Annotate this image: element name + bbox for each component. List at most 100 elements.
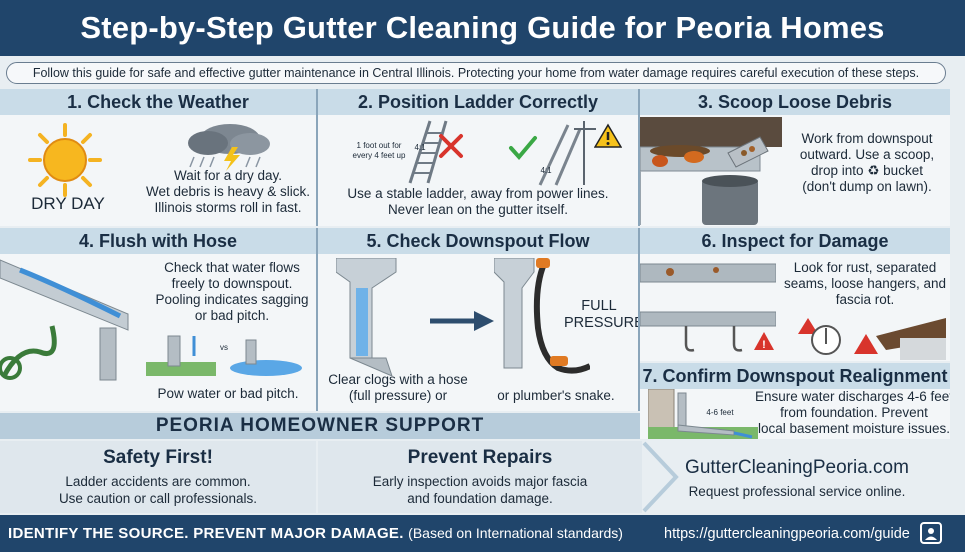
step-1-panel: 1. Check the Weather DRY DAY Wait for a … [0,89,316,226]
footer-tagline: IDENTIFY THE SOURCE. PREVENT MAJOR DAMAG… [8,525,623,542]
brand-name[interactable]: GutterCleaningPeoria.com [685,457,909,478]
leaning-ladder-icon [538,121,596,186]
downspout-clog-illustration [336,258,397,376]
step-6-line: seams, loose hangers, and [783,276,947,291]
snake-downspout-illustration [494,258,590,374]
step-2-text: Use a stable ladder, away from power lin… [318,186,638,218]
step-2-line: Use a stable ladder, away from power lin… [347,186,609,201]
wrong-x-icon [439,134,463,158]
step-7-line: local basement moisture issues. [757,421,950,436]
svg-text:!: ! [762,339,766,351]
step-3-panel: 3. Scoop Loose Debris Work from downspou… [640,89,950,226]
step-3-text: Work from downspout outward. Use a scoop… [784,131,950,195]
step-2-title: 2. Position Ladder Correctly [318,89,638,115]
step-5-line: (full pressure) or [348,388,448,403]
step-2-panel: 2. Position Ladder Correctly 1 foot out … [318,89,638,226]
divider [316,89,318,226]
step-5-right-caption: or plumber's snake. [497,388,615,403]
gutter-debris-illustration [640,117,782,225]
step-7-line: from foundation. Prevent [780,405,928,420]
step-2-line: Never lean on the gutter itself. [387,202,569,217]
step-4-title: 4. Flush with Hose [0,228,316,254]
repairs-line: Early inspection avoids major fascia [372,474,588,489]
step-6-line: Look for rust, separated [793,260,937,275]
ratio-label-a: 4:1 [414,143,426,152]
footer-tagline-text: IDENTIFY THE SOURCE. PREVENT MAJOR DAMAG… [8,525,404,542]
storm-cloud-icon [188,124,270,171]
safety-first-panel: Safety First! Ladder accidents are commo… [0,441,316,513]
step-7-panel: 7. Confirm Downspout Realignment 4-6 fee… [640,363,950,439]
support-heading: PEORIA HOMEOWNER SUPPORT [0,413,640,439]
pressure-word: PRESSURE [564,315,638,331]
step-1-title: 1. Check the Weather [0,89,316,115]
divider [638,89,640,226]
step-3-title: 3. Scoop Loose Debris [640,89,950,115]
title-bar: Step-by-Step Gutter Cleaning Guide for P… [0,0,965,56]
dry-day-label: DRY DAY [31,194,105,213]
step-1-line: Wait for a dry day. [173,168,283,183]
downspout-extension-illustration [648,389,758,439]
footer-url[interactable]: https://guttercleaningpeoria.com/guide [664,525,910,542]
step-1-text: Wait for a dry day. Wet debris is heavy … [140,168,316,216]
hanger-rot-illustration [798,318,946,360]
step-5-title: 5. Check Downspout Flow [318,228,638,254]
footer-bar: IDENTIFY THE SOURCE. PREVENT MAJOR DAMAG… [0,515,965,552]
intro-banner: Follow this guide for safe and effective… [6,62,946,84]
safety-line: Use caution or call professionals. [58,491,258,506]
full-pressure-label: FULL PRESSURE [564,298,638,332]
step-6-title: 6. Inspect for Damage [640,228,950,254]
safety-first-title: Safety First! [103,447,213,468]
step-7-line: Ensure water discharges 4-6 feet [754,389,950,404]
step-3-line: drop into ♻ bucket [811,163,923,178]
step-4-panel: 4. Flush with Hose Check that water flow… [0,228,316,411]
pooling-comparison-illustration [146,335,302,376]
step-4-text: Check that water flows freely to downspo… [146,260,316,324]
sun-icon [28,123,102,197]
step-5-panel: 5. Check Downspout Flow FULL PRESSURE Cl… [318,228,638,411]
prevent-repairs-panel: Prevent Repairs Early inspection avoids … [318,441,642,513]
brand-tagline: Request professional service online. [688,484,906,499]
page-title: Step-by-Step Gutter Cleaning Guide for P… [80,10,885,45]
hose-gutter-illustration [0,259,129,381]
damaged-gutter-illustration: ! [640,263,776,352]
safety-first-text: Ladder accidents are common. Use caution… [0,473,316,507]
distance-label: 4-6 feet [706,408,734,417]
step-7-title: 7. Confirm Downspout Realignment [640,363,950,389]
divider [316,228,318,411]
contact-card-icon[interactable] [920,522,942,544]
ratio-note-line: every 4 feet up [352,151,406,160]
step-5-left-text: Clear clogs with a hose (full pressure) … [318,372,478,404]
warning-icon [594,123,622,148]
footer-note: (Based on International standards) [408,525,623,541]
pressure-word: FULL [581,298,617,314]
prevent-repairs-text: Early inspection avoids major fascia and… [318,473,642,507]
step-4-line: or bad pitch. [194,308,270,323]
ratio-label-b: 4:1 [540,166,552,175]
step-4-line: Check that water flows [164,260,300,275]
repairs-line: and foundation damage. [407,491,553,506]
step-4-line: Pooling indicates sagging [155,292,309,307]
step-3-line: outward. Use a scoop, [799,147,935,162]
step-7-text: Ensure water discharges 4-6 feet from fo… [754,389,950,437]
step-3-line: (don't dump on lawn). [802,179,932,194]
ladder-icon [408,120,448,184]
ladder-ratio-note: 1 foot out for every 4 feet up [334,141,424,161]
step-5-line: Clear clogs with a hose [328,372,468,387]
step-1-line: Illinois storms roll in fast. [154,200,302,215]
step-4-line: freely to downspout. [171,276,293,291]
ratio-note-line: 1 foot out for [356,141,402,150]
step-6-text: Look for rust, separated seams, loose ha… [780,260,950,308]
step-3-line: Work from downspout [801,131,933,146]
arrow-right-icon [430,311,494,331]
step-6-line: fascia rot. [835,292,895,307]
vs-label: vs [220,343,228,352]
chevron-right-icon [642,441,679,513]
safety-line: Ladder accidents are common. [65,474,251,489]
step-4-caption: Pow water or bad pitch. [157,386,299,401]
divider [638,228,640,411]
brand-panel: GutterCleaningPeoria.com Request profess… [642,441,950,513]
checkmark-icon [509,136,537,161]
step-1-line: Wet debris is heavy & slick. [145,184,311,199]
prevent-repairs-title: Prevent Repairs [407,447,553,468]
